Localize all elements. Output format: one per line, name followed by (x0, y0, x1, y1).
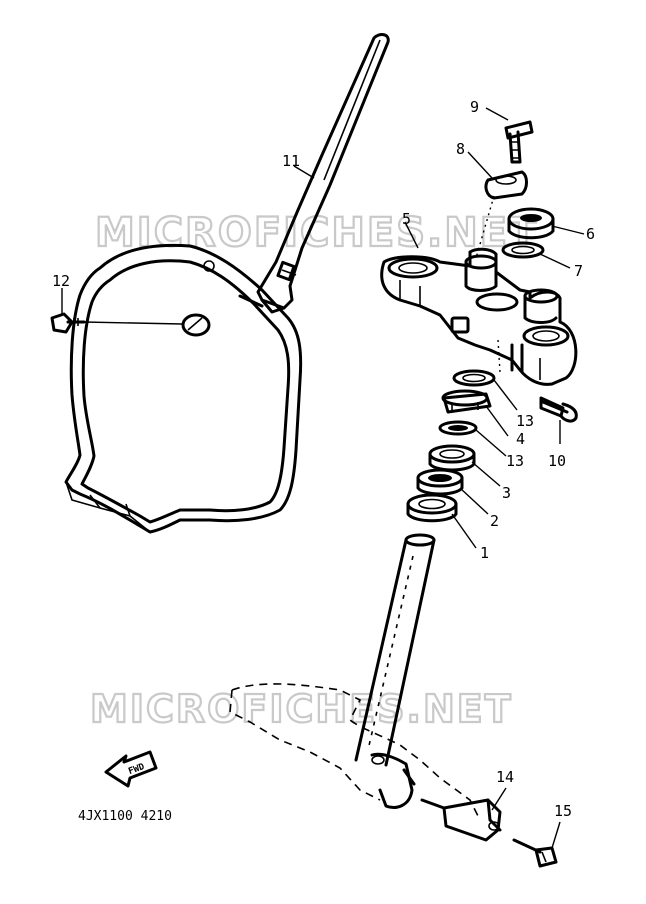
ring-nut-4 (441, 389, 492, 414)
callout-9: 9 (470, 98, 479, 116)
cable-holder-14 (420, 798, 502, 842)
callout-12: 12 (52, 272, 70, 290)
callout-10: 10 (548, 452, 566, 470)
bolt-9 (504, 120, 534, 164)
forward-arrow-icon: FWD (104, 750, 158, 788)
callout-5: 5 (402, 210, 411, 228)
callout-7: 7 (574, 262, 583, 280)
washer-7 (501, 241, 545, 259)
callout-13-upper: 13 (516, 412, 534, 430)
callout-6: 6 (586, 225, 595, 243)
washer-13-lower (438, 420, 478, 436)
washer-13-upper (452, 369, 496, 387)
watermark-bottom: MICROFICHES.NET (90, 687, 513, 731)
fwd-label: FWD (127, 762, 146, 777)
handlebar-holder-8 (484, 170, 528, 200)
bolt-15 (512, 838, 558, 868)
callout-15: 15 (554, 802, 572, 820)
callout-8: 8 (456, 140, 465, 158)
callouts: 1 2 3 4 5 6 7 8 9 10 11 12 13 13 14 15 (52, 98, 595, 820)
diagram-code: 4JX1100 4210 (78, 809, 172, 824)
leader-lines (61, 107, 585, 849)
steering-stem-nut-6 (507, 207, 555, 240)
callout-3: 3 (502, 484, 511, 502)
steering-stem (229, 533, 481, 821)
bearing-2 (416, 468, 464, 496)
bearing-3 (428, 444, 476, 472)
bearing-1 (406, 493, 458, 523)
upper-bracket (380, 247, 578, 386)
callout-2: 2 (490, 512, 499, 530)
callout-11: 11 (282, 152, 300, 170)
hose-guide (256, 33, 390, 314)
callout-1: 1 (480, 544, 489, 562)
bolt-10 (539, 396, 578, 423)
number-plate (64, 243, 303, 534)
callout-13-lower: 13 (506, 452, 524, 470)
callout-14: 14 (496, 768, 514, 786)
callout-4: 4 (516, 430, 525, 448)
bolt-12 (50, 312, 86, 334)
